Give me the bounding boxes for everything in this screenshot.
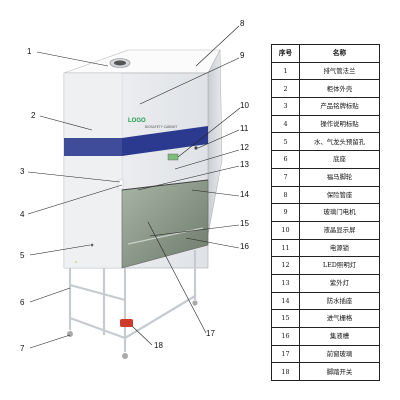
legend-number: 10 bbox=[271, 220, 300, 240]
legend-number: 17 bbox=[271, 344, 300, 364]
callout-6: 6 bbox=[20, 298, 25, 307]
legend-number: 11 bbox=[271, 238, 300, 258]
callout-2: 2 bbox=[31, 111, 36, 120]
callout-16: 16 bbox=[240, 242, 249, 251]
legend-part-name: LED照明灯 bbox=[299, 256, 380, 275]
callout-15: 15 bbox=[240, 219, 249, 228]
legend-part-name: 集液槽 bbox=[299, 327, 380, 346]
callout-3: 3 bbox=[20, 167, 25, 176]
legend-header-row: 序号 名称 bbox=[271, 44, 380, 63]
blue-band bbox=[122, 126, 208, 156]
foot-switch[interactable] bbox=[120, 319, 133, 327]
legend-number: 3 bbox=[271, 97, 300, 116]
legend-header-number: 序号 bbox=[271, 44, 300, 63]
legend-part-name: 脚踏开关 bbox=[299, 362, 380, 382]
legend-number: 15 bbox=[271, 309, 300, 328]
glass-top-edge bbox=[121, 179, 209, 191]
callout-17: 17 bbox=[206, 329, 215, 338]
legend-number: 18 bbox=[271, 362, 300, 382]
callout-7: 7 bbox=[20, 344, 25, 353]
callout-5: 5 bbox=[20, 251, 25, 260]
callout-9: 9 bbox=[240, 51, 245, 60]
caster-wheels bbox=[67, 300, 198, 359]
product-nameplate bbox=[117, 179, 124, 190]
stand-base bbox=[68, 250, 197, 352]
legend-part-name: 排气管法兰 bbox=[299, 61, 380, 81]
blue-band-left bbox=[64, 138, 122, 156]
legend-number: 6 bbox=[271, 150, 300, 169]
legend-part-name: 柜体外壳 bbox=[299, 79, 380, 99]
legend-part-name: 进气栅格 bbox=[299, 309, 380, 328]
callout-8: 8 bbox=[240, 19, 245, 28]
legend-part-name: 福马脚轮 bbox=[299, 167, 380, 187]
callout-18: 18 bbox=[154, 341, 163, 350]
legend-number: 1 bbox=[271, 61, 300, 81]
legend-number: 16 bbox=[271, 327, 300, 346]
legend-part-name: 电源锁 bbox=[299, 238, 380, 258]
callout-1: 1 bbox=[27, 47, 32, 56]
legend-number: 9 bbox=[271, 203, 300, 222]
indicator-dot bbox=[75, 261, 77, 263]
leader-lines bbox=[27, 25, 241, 349]
water-gas-port bbox=[90, 243, 94, 247]
legend-number: 8 bbox=[271, 185, 300, 205]
panel-text: BIOSAFETY CABINET bbox=[145, 125, 178, 129]
legend-part-name: 玻璃门电机 bbox=[299, 203, 380, 222]
lcd-display bbox=[167, 153, 179, 161]
legend-number: 5 bbox=[271, 132, 300, 152]
legend-part-name: 防水插座 bbox=[299, 291, 380, 311]
legend-part-name: 液晶显示屏 bbox=[299, 220, 380, 240]
callout-11: 11 bbox=[240, 124, 249, 133]
legend-number: 2 bbox=[271, 79, 300, 99]
legend-number: 4 bbox=[271, 114, 300, 134]
legend-header-name: 名称 bbox=[299, 44, 380, 63]
cabinet-top bbox=[63, 49, 221, 74]
brand-logo: LOGO bbox=[128, 118, 146, 124]
legend-number: 7 bbox=[271, 167, 300, 187]
power-lock[interactable] bbox=[194, 146, 198, 150]
callout-12: 12 bbox=[240, 143, 249, 152]
legend-number: 13 bbox=[271, 273, 300, 293]
legend-part-name: 产品铭牌标贴 bbox=[299, 97, 380, 116]
legend-part-name: 紫外灯 bbox=[299, 273, 380, 293]
callout-4: 4 bbox=[20, 210, 25, 219]
legend-part-name: 水、气龙头预留孔 bbox=[299, 132, 380, 152]
left-housing bbox=[63, 72, 123, 269]
callout-13: 13 bbox=[240, 160, 249, 169]
legend-number: 12 bbox=[271, 256, 300, 275]
legend-part-name: 底座 bbox=[299, 150, 380, 169]
exhaust-opening bbox=[114, 60, 126, 66]
legend-part-name: 前窗玻璃 bbox=[299, 344, 380, 364]
intake-grille bbox=[127, 227, 204, 245]
legend-number: 14 bbox=[271, 291, 300, 311]
legend-part-name: 保险管座 bbox=[299, 185, 380, 205]
callout-10: 10 bbox=[240, 101, 249, 110]
callout-14: 14 bbox=[240, 190, 249, 199]
legend-part-name: 操作说明标贴 bbox=[299, 114, 380, 134]
